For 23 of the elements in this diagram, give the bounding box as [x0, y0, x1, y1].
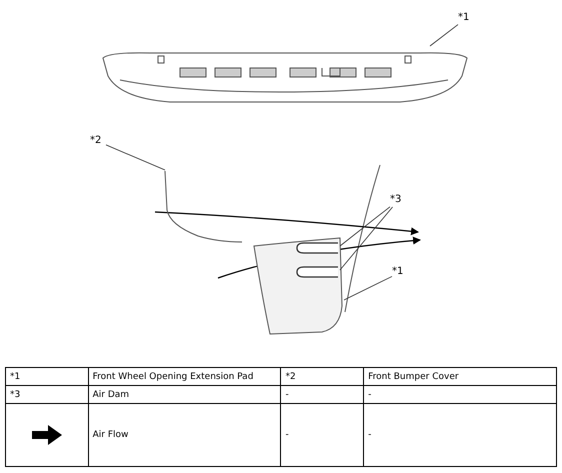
leader-line — [344, 276, 392, 300]
table-cell: Front Bumper Cover — [364, 368, 556, 386]
table-cell: *3 — [6, 386, 88, 404]
callout-number: *3 — [390, 194, 406, 207]
table-cell: - — [280, 404, 364, 466]
leader-line — [340, 206, 393, 270]
table-cell: Front Wheel Opening Extension Pad — [88, 368, 281, 386]
table-cell: Air Flow — [88, 404, 281, 466]
table-cell: *1 — [6, 368, 88, 386]
leader-line — [106, 144, 166, 170]
leader-line — [430, 24, 458, 46]
table-cell: - — [280, 386, 364, 404]
leader-line — [340, 206, 390, 246]
callout-number: *1 — [392, 266, 408, 279]
table-cell: *2 — [280, 368, 364, 386]
extension-pad-drawing — [252, 236, 344, 336]
air-dam-drawing — [296, 266, 340, 278]
table-cell: Air Dam — [88, 386, 281, 404]
table-cell: - — [364, 404, 556, 466]
air-dam-drawing — [296, 242, 340, 254]
callout-number: *2 — [90, 135, 106, 148]
callout-number: *1 — [458, 12, 474, 25]
table-cell: - — [364, 386, 556, 404]
